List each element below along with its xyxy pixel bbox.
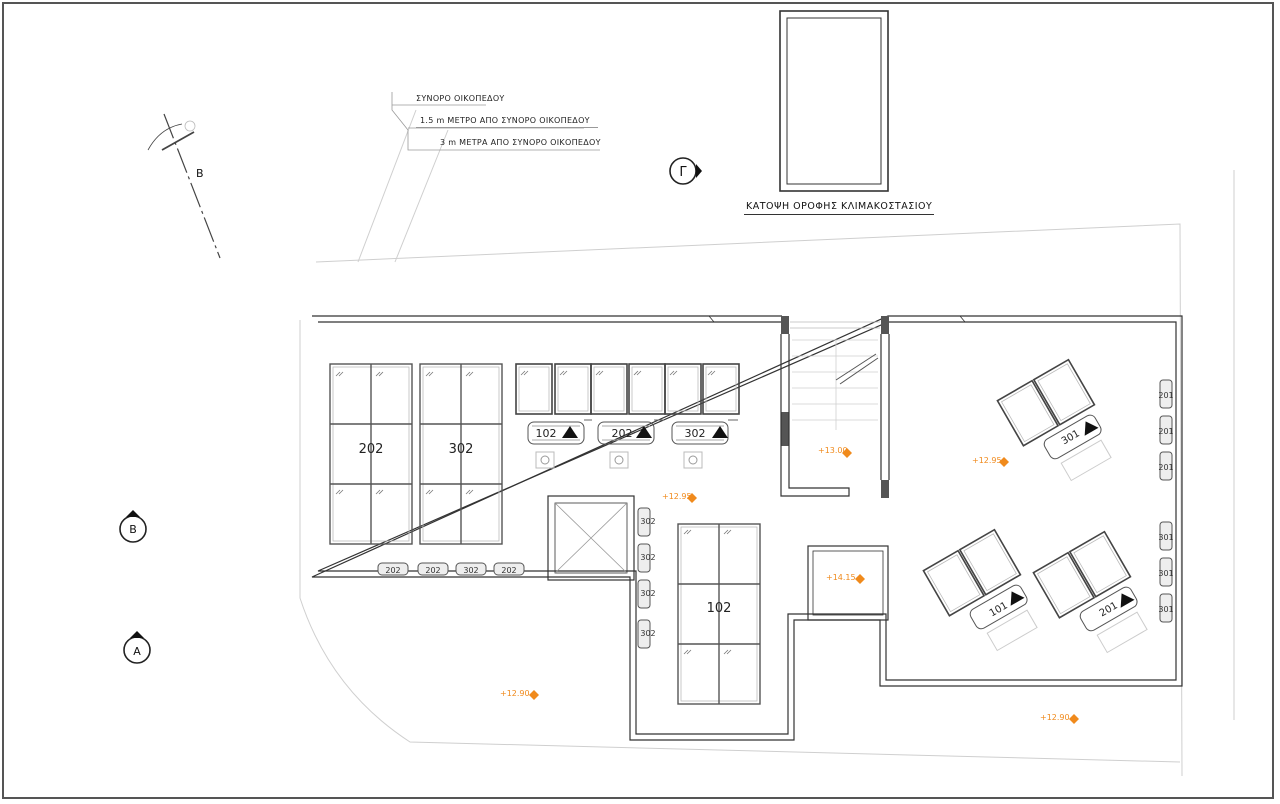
section-label-beta: Β — [129, 523, 137, 536]
level-label-box: +14.15 — [826, 573, 856, 582]
small-unit-label: 301 — [1158, 533, 1173, 542]
level-symbols — [529, 448, 1079, 724]
small-unit-label: 201 — [1158, 463, 1173, 472]
level-label-bottom-right: +12.90 — [1040, 713, 1070, 722]
small-unit-label: 302 — [640, 553, 655, 562]
level-label-center: +12.95 — [662, 492, 692, 501]
roof-outline — [311, 315, 1183, 741]
section-label-alpha: Α — [133, 645, 141, 658]
small-unit-label: 302 — [640, 517, 655, 526]
water-heater-tanks — [527, 419, 738, 469]
small-unit-label: 202 — [385, 566, 400, 575]
small-unit-label: 201 — [1158, 427, 1173, 436]
heater-label: 102 — [536, 427, 557, 440]
small-unit-label: 302 — [640, 629, 655, 638]
small-unit-label: 201 — [1158, 391, 1173, 400]
section-marker-alpha — [123, 631, 151, 664]
panel-label-102: 102 — [707, 601, 732, 616]
stairwell-walls — [780, 316, 890, 498]
tilted-collector-301 — [996, 358, 1112, 482]
small-unit-label: 301 — [1158, 605, 1173, 614]
legend-text: ΣΥΝΟΡΟ ΟΙΚΟΠΕΔΟΥ — [416, 94, 505, 103]
heater-label: 302 — [685, 427, 706, 440]
elevator-shaft — [547, 495, 635, 581]
section-cut-label: Β — [196, 167, 204, 180]
heater-label-tilted: 301 — [1060, 428, 1082, 447]
tilted-collector-201 — [1032, 530, 1148, 654]
level-label-right-top: +12.95 — [972, 456, 1002, 465]
level-label-bottom-left: +12.90 — [500, 689, 530, 698]
legend-1-5m-offset: 1.5 m ΜΕΤΡΟ ΑΠΟ ΣΥΝΟΡΟ ΟΙΚΟΠΕΔΟΥ — [416, 116, 598, 128]
small-units-stack-right — [1159, 379, 1173, 623]
small-unit-label: 302 — [640, 589, 655, 598]
collector-panels-row — [515, 363, 740, 415]
legend-plot-boundary: ΣΥΝΟΡΟ ΟΙΚΟΠΕΔΟΥ — [416, 94, 505, 103]
small-unit-label: 302 — [463, 566, 478, 575]
small-units-stack-middle — [637, 507, 651, 649]
level-label-stair: +13.00 — [818, 446, 848, 455]
section-label-gamma: Γ — [679, 165, 687, 180]
plot-boundary-lines — [299, 109, 1235, 777]
tilted-collector-101 — [922, 528, 1038, 652]
heater-label: 202 — [612, 427, 633, 440]
panel-label-202: 202 — [359, 442, 384, 457]
solar-panel-array-302 — [419, 363, 503, 545]
heater-label-tilted: 201 — [1098, 600, 1120, 619]
small-unit-label: 202 — [501, 566, 516, 575]
section-marker-gamma — [669, 157, 702, 185]
small-units-horizontal — [377, 562, 525, 576]
drawing-title: ΚΑΤΟΨΗ ΟΡΟΦΗΣ ΚΛΙΜΑΚΟΣΤΑΣΙΟΥ — [743, 201, 935, 215]
raised-roof-box — [807, 545, 889, 621]
heater-label-tilted: 101 — [988, 600, 1010, 619]
legend-text: 3 m ΜΕΤΡΑ ΑΠΟ ΣΥΝΟΡΟ ΟΙΚΟΠΕΔΟΥ — [440, 138, 601, 147]
legend-leaders — [391, 92, 600, 151]
stair-roof-rectangle — [779, 10, 889, 192]
small-unit-label: 202 — [425, 566, 440, 575]
small-unit-label: 301 — [1158, 569, 1173, 578]
solar-panel-array-102 — [677, 523, 761, 705]
panel-label-302: 302 — [449, 442, 474, 457]
section-marker-beta — [119, 510, 147, 543]
legend-3m-offset: 3 m ΜΕΤΡΑ ΑΠΟ ΣΥΝΟΡΟ ΟΙΚΟΠΕΔΟΥ — [440, 138, 601, 147]
solar-panel-array-202 — [329, 363, 413, 545]
legend-text: 1.5 m ΜΕΤΡΟ ΑΠΟ ΣΥΝΟΡΟ ΟΙΚΟΠΕΔΟΥ — [420, 116, 590, 125]
section-cut-line — [147, 113, 221, 259]
